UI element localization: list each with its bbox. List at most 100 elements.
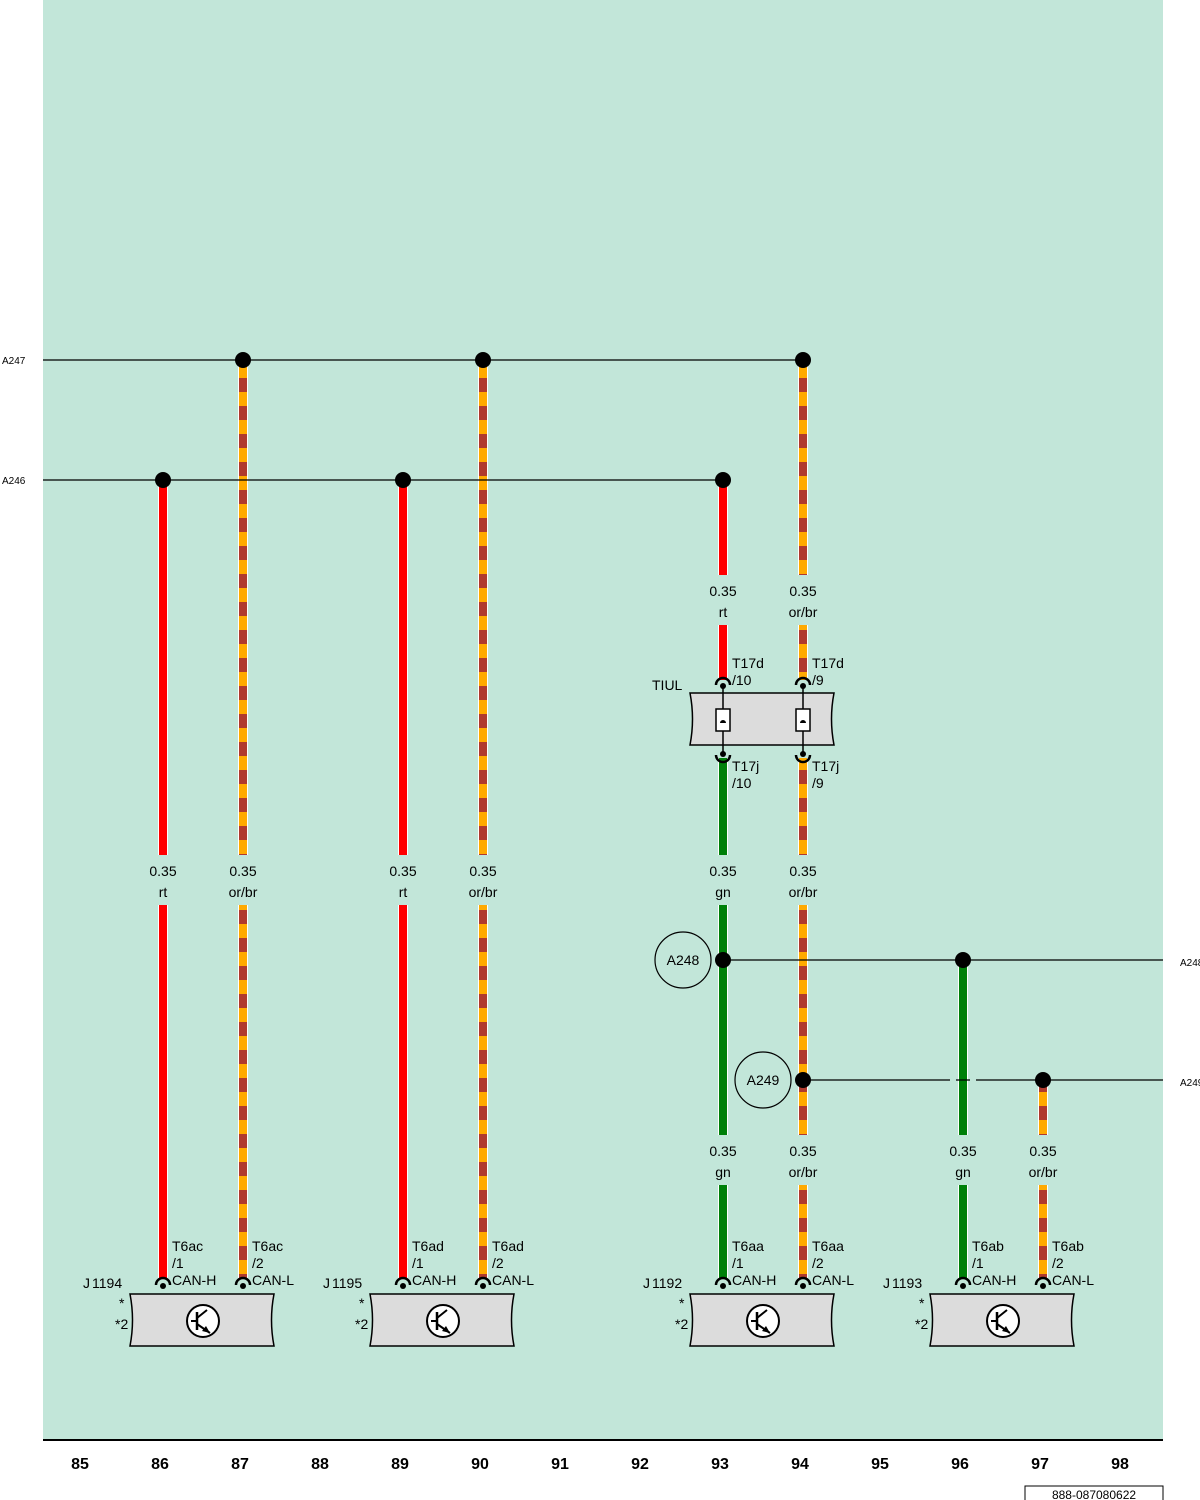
pin-l-signal: CAN-L [812, 1272, 854, 1288]
control-unit-icon-arrow [1002, 1326, 1010, 1333]
pin-l-connector: T6aa [812, 1238, 844, 1254]
wire-label-gap [795, 855, 811, 905]
tiul-connector-top [714, 676, 732, 686]
tiul-contact-mark [720, 720, 726, 723]
module-footnote-2: *2 [355, 1316, 368, 1332]
wire-size-label: 0.35 [389, 863, 416, 879]
junction-circle-a249 [734, 1051, 792, 1109]
module-connector-can-h [154, 1276, 172, 1286]
wire-orbr [799, 758, 807, 1278]
tiul-connector-bottom [714, 754, 732, 764]
junction-label-a249: A249 [747, 1072, 780, 1088]
module-connector-can-h-pin [960, 1283, 966, 1289]
wire-gn [959, 960, 967, 1278]
module-name: J [323, 1275, 330, 1291]
tiul-top-conn: T17d [812, 655, 844, 671]
tiul-bottom-conn: T17j [812, 758, 839, 774]
wire-label-gap [235, 855, 251, 905]
wire-size-label: 0.35 [229, 863, 256, 879]
module-name: J [643, 1275, 650, 1291]
pin-l-number: /2 [1052, 1255, 1064, 1271]
module-connector-can-l [474, 1276, 492, 1286]
tiul-connector-top [794, 676, 812, 686]
module-connector-can-h [714, 1276, 732, 1286]
module-number: 1194 [92, 1275, 122, 1291]
pin-l-number: /2 [812, 1255, 824, 1271]
column-number: 89 [391, 1456, 409, 1473]
junction-dot [795, 352, 811, 368]
wire-color-label: gn [715, 884, 731, 900]
control-unit-icon-arrow [202, 1326, 210, 1333]
tiul-contact-mark [800, 720, 806, 723]
components-layer [129, 676, 1075, 1347]
wire-size-label: 0.35 [469, 863, 496, 879]
wire-color-label: or/br [789, 1164, 818, 1180]
pin-l-signal: CAN-L [252, 1272, 294, 1288]
column-number: 86 [151, 1456, 169, 1473]
wire-color-label: rt [159, 884, 168, 900]
module-connector-can-l-pin [1040, 1283, 1046, 1289]
wire-size-label: 0.35 [709, 1143, 736, 1159]
module-connector-can-l [234, 1276, 252, 1286]
wire-orbr [799, 360, 807, 680]
module-connector-can-l-pin [800, 1283, 806, 1289]
pin-h-number: /1 [732, 1255, 744, 1271]
junction-dot [395, 472, 411, 488]
module-connector-can-l [1034, 1276, 1052, 1286]
pin-l-signal: CAN-L [1052, 1272, 1094, 1288]
bus-right-label: A248 [1180, 958, 1200, 969]
tiul-connector-bottom [794, 754, 812, 764]
module-number: 1192 [652, 1275, 682, 1291]
column-number: 87 [231, 1456, 249, 1473]
bus-crossing-gap [950, 1077, 956, 1083]
pin-l-connector: T6ac [252, 1238, 283, 1254]
wire-color-label: or/br [1029, 1164, 1058, 1180]
bus-right-label: A249 [1180, 1078, 1200, 1089]
bus-left-label: A246 [2, 476, 26, 487]
junction-dot [155, 472, 171, 488]
tiul-connector-bottom-pin [720, 751, 726, 757]
control-unit-icon-arrow [442, 1326, 450, 1333]
module-footnote-star: * [919, 1295, 925, 1311]
reference-box [1024, 1485, 1164, 1500]
wire-color-label: or/br [229, 884, 258, 900]
pin-l-number: /2 [252, 1255, 264, 1271]
control-unit-icon-collector [996, 1309, 1008, 1319]
bus-left-label: A247 [2, 356, 26, 367]
wire-color-label: gn [715, 1164, 731, 1180]
module-connector-can-h [394, 1276, 412, 1286]
control-unit-icon [986, 1304, 1020, 1338]
wire-label-gap [715, 855, 731, 905]
pin-h-signal: CAN-H [172, 1272, 216, 1288]
control-unit-icon-collector [756, 1309, 768, 1319]
module-connector-can-l-pin [480, 1283, 486, 1289]
tiul-top-conn: T17d [732, 655, 764, 671]
tiul-bottom-pin: /10 [732, 775, 752, 791]
control-unit-icon-collector [436, 1309, 448, 1319]
module-name: J [83, 1275, 90, 1291]
diagram-background [43, 0, 1163, 1440]
wire-gn [719, 758, 727, 1278]
wire-color-label: gn [955, 1164, 971, 1180]
module-connector-can-h-pin [720, 1283, 726, 1289]
module-name: J [883, 1275, 890, 1291]
junction-dot [1035, 1072, 1051, 1088]
control-unit-icon [426, 1304, 460, 1338]
pin-l-connector: T6ad [492, 1238, 524, 1254]
module-footnote-2: *2 [115, 1316, 128, 1332]
wire-color-label: or/br [789, 884, 818, 900]
control-unit-icon-arrow [762, 1326, 770, 1333]
wire-color-label: or/br [469, 884, 498, 900]
wire-label-gap [155, 855, 171, 905]
wire-orbr [239, 360, 247, 1278]
tiul-connector-top-pin [720, 683, 726, 689]
junction-dot [715, 472, 731, 488]
wire-color-label: or/br [789, 604, 818, 620]
module-footnote-star: * [679, 1295, 685, 1311]
pin-h-number: /1 [972, 1255, 984, 1271]
wire-size-label: 0.35 [789, 863, 816, 879]
pin-h-connector: T6aa [732, 1238, 764, 1254]
reference-number: 888-087080622 [1052, 1488, 1136, 1500]
tiul-bottom-pin: /9 [812, 775, 824, 791]
tiul-bottom-conn: T17j [732, 758, 759, 774]
